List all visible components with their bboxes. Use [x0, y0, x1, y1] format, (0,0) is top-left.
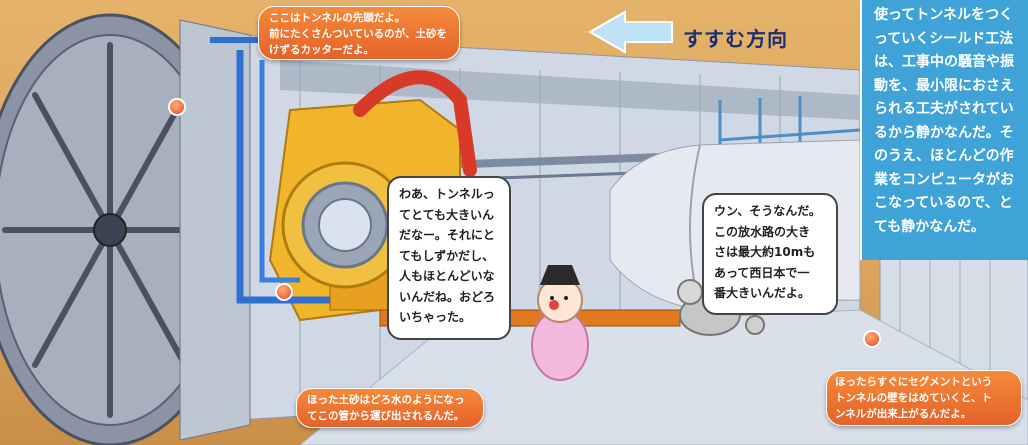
segment-callout: ほったらすぐにセグメントという トンネルの壁をはめていくと、ト ンネルが出来上が… [826, 370, 1022, 426]
cutter-callout: ここはトンネルの先頭だよ。 前にたくさんついているのが、土砂を けずるカッターだ… [258, 6, 460, 60]
info-panel-line-10: ても静かなんだ。 [874, 218, 985, 235]
info-panel-line-7: のうえ、ほとんどの作 [874, 148, 1014, 164]
cutter-callout-line-3: けずるカッターだよ。 [269, 44, 374, 56]
cutter-callout-line-1: ここはトンネルの先頭だよ。 [269, 12, 406, 24]
child-speech-bubble: わあ、トンネルっ てとても大きいん だなー。それにと てもしずかだし、 人もほと… [387, 176, 511, 340]
info-panel-line-1: 使ってトンネルをつく [874, 7, 1014, 23]
robot-speech-line-4: あって西日本で一 [714, 265, 810, 280]
robot-speech-bubble: ウン、そうなんだ。 この放水路の大き さは最大約10mも あって西日本で一 番大… [702, 193, 838, 315]
pipe-callout: ほった土砂はどろ水のようになっ てこの管から運び出されるんだ。 [296, 388, 484, 428]
robot-speech-line-2: この放水路の大き [714, 224, 811, 239]
pipe-callout-line-1: ほった土砂はどろ水のようになっ [307, 394, 465, 406]
cutter-callout-line-2: 前にたくさんついているのが、土砂を [269, 28, 447, 40]
pipe-callout-line-2: てこの管から運び出されるんだ。 [307, 410, 465, 422]
pointer-dot-segment [863, 330, 881, 348]
segment-callout-line-2: トンネルの壁をはめていくと、ト [835, 392, 992, 404]
child-speech-line-3: だなー。それにと [399, 228, 495, 242]
pointer-dot-cutter [168, 98, 186, 116]
info-panel-line-4: 動を、最小限におさえ [874, 77, 1014, 94]
child-speech-line-5: 人もほとんどいな [399, 269, 495, 283]
robot-speech-line-3: さは最大約10mも [714, 245, 816, 259]
direction-heading: すすむ方向 [683, 27, 788, 51]
segment-callout-line-1: ほったらすぐにセグメントという [835, 376, 993, 388]
info-panel-line-8: 業をコンピュータがお [874, 171, 1014, 188]
robot-speech-line-1: ウン、そうなんだ。 [714, 204, 821, 218]
info-panel: 使ってトンネルをつく っていくシールド工法 は、工事中の騒音や振 動を、最小限に… [860, 0, 1028, 260]
child-speech-line-6: いんだね。おどろ [399, 289, 496, 304]
pointer-dot-pipe [275, 283, 293, 301]
robot-speech-line-5: 番大きいんだよ。 [714, 286, 811, 300]
child-speech-line-7: いちゃった。 [399, 310, 472, 324]
child-speech-line-1: わあ、トンネルっ [399, 187, 495, 201]
child-speech-line-4: てもしずかだし、 [399, 248, 495, 263]
info-panel-line-5: られる工夫がされてい [874, 101, 1014, 117]
info-panel-line-9: こなっているので、と [874, 195, 1013, 211]
segment-callout-line-3: ンネルが出来上がるんだよ。 [835, 408, 972, 420]
info-panel-line-3: は、工事中の騒音や振 [874, 54, 1014, 70]
info-panel-line-6: るから静かなんだ。そ [874, 124, 1014, 141]
child-speech-line-2: てとても大きいん [399, 207, 495, 222]
info-panel-line-2: っていくシールド工法 [874, 30, 1014, 47]
